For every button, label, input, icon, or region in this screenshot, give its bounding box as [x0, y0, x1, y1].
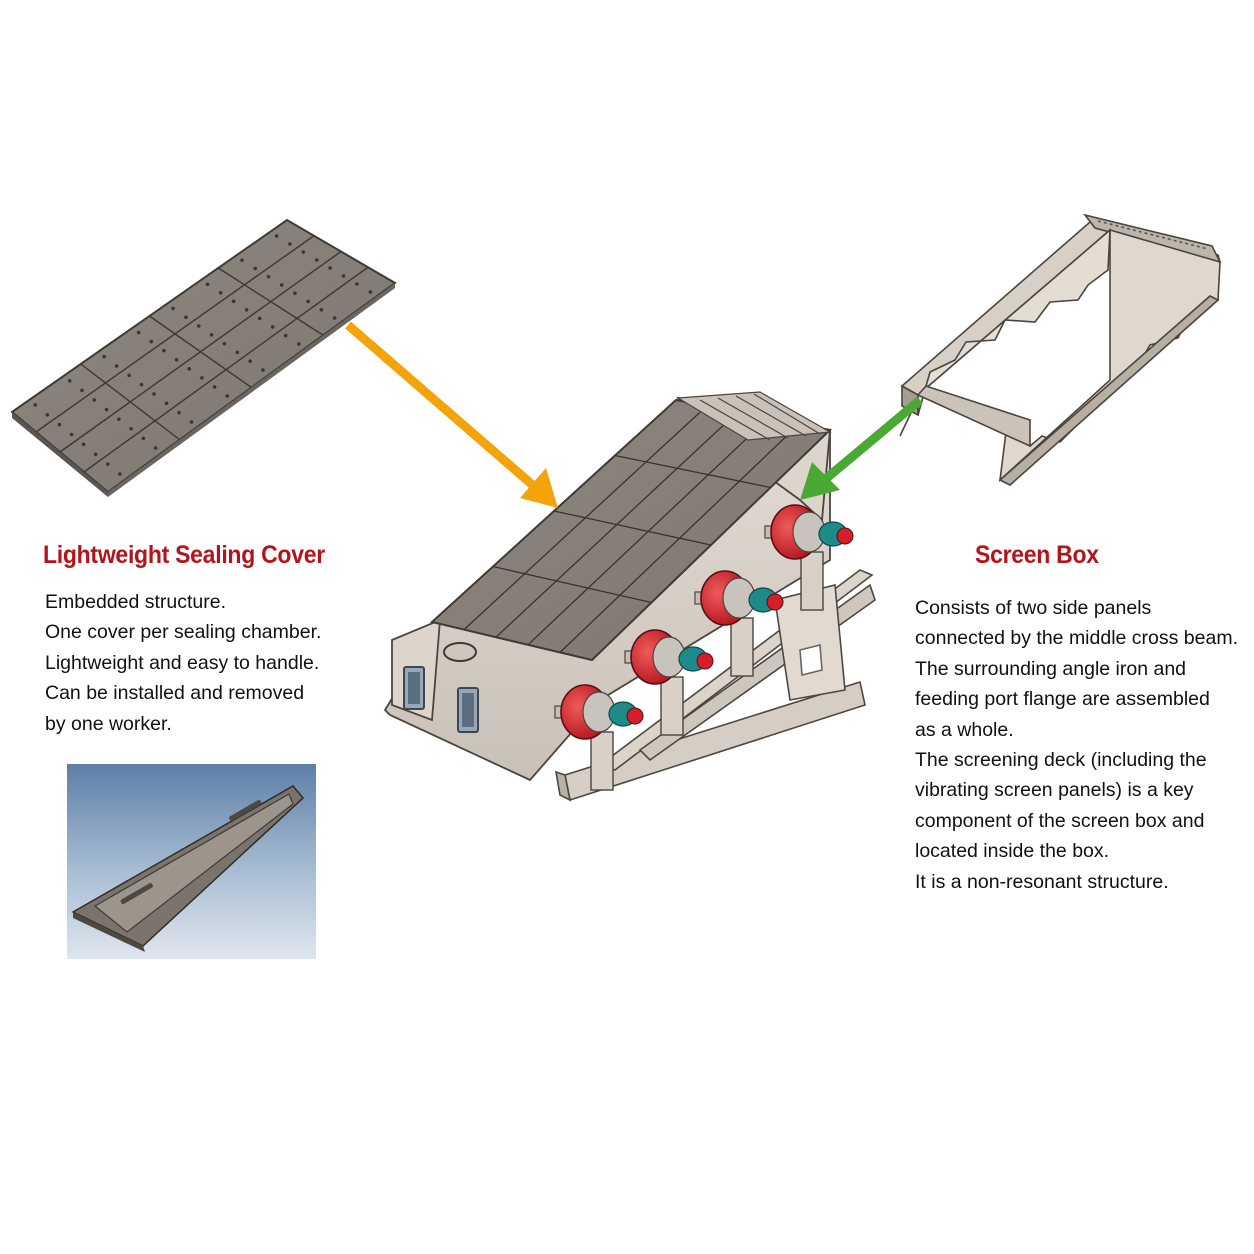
feed-port	[443, 642, 477, 662]
arrow-to-screen-box	[800, 396, 923, 500]
sealing-cover-line: Can be installed and removed	[45, 682, 305, 705]
screen-box-line: The screening deck (including the	[915, 749, 1207, 772]
sealing-cover-title: Lightweight Sealing Cover	[43, 541, 325, 569]
sealing-cover-line: by one worker.	[45, 712, 172, 735]
installed-sealing-covers	[429, 398, 833, 662]
sealing-cover-exploded-view	[10, 218, 397, 497]
vibrating-screen-assembly	[383, 391, 876, 802]
screen-box-line: Consists of two side panels	[915, 597, 1152, 619]
sealing-cover-photo	[67, 764, 316, 959]
arrow-to-sealing-cover	[345, 321, 558, 508]
screen-box-frame-exploded-view	[899, 213, 1222, 486]
screen-box-line: It is a non-resonant structure.	[915, 870, 1169, 893]
screen-box-line: located inside the box.	[915, 840, 1110, 863]
screen-box-line: as a whole.	[915, 718, 1014, 741]
sealing-cover-line: Embedded structure.	[45, 591, 227, 613]
top-grating	[676, 391, 832, 441]
screen-box-line: The surrounding angle iron and	[915, 657, 1187, 680]
sealing-cover-line: One cover per sealing chamber.	[45, 621, 322, 644]
base-frame	[554, 569, 876, 802]
sealing-cover-line: Lightweight and easy to handle.	[45, 651, 320, 674]
screen-box-line: feeding port flange are assembled	[915, 688, 1210, 711]
screen-box-line: vibrating screen panels) is a key	[915, 779, 1194, 802]
single-cover-illustration	[71, 785, 305, 952]
screen-box-line: component of the screen box and	[915, 809, 1205, 832]
vibration-motors	[554, 504, 854, 791]
sealing-cover-description: Embedded structure. One cover per sealin…	[45, 587, 321, 739]
screen-box-title: Screen Box	[975, 541, 1099, 569]
screen-box-line: connected by the middle cross beam.	[915, 627, 1239, 650]
inspection-doors	[403, 666, 479, 733]
screen-box-description: Consists of two side panels connected by…	[915, 593, 1238, 897]
